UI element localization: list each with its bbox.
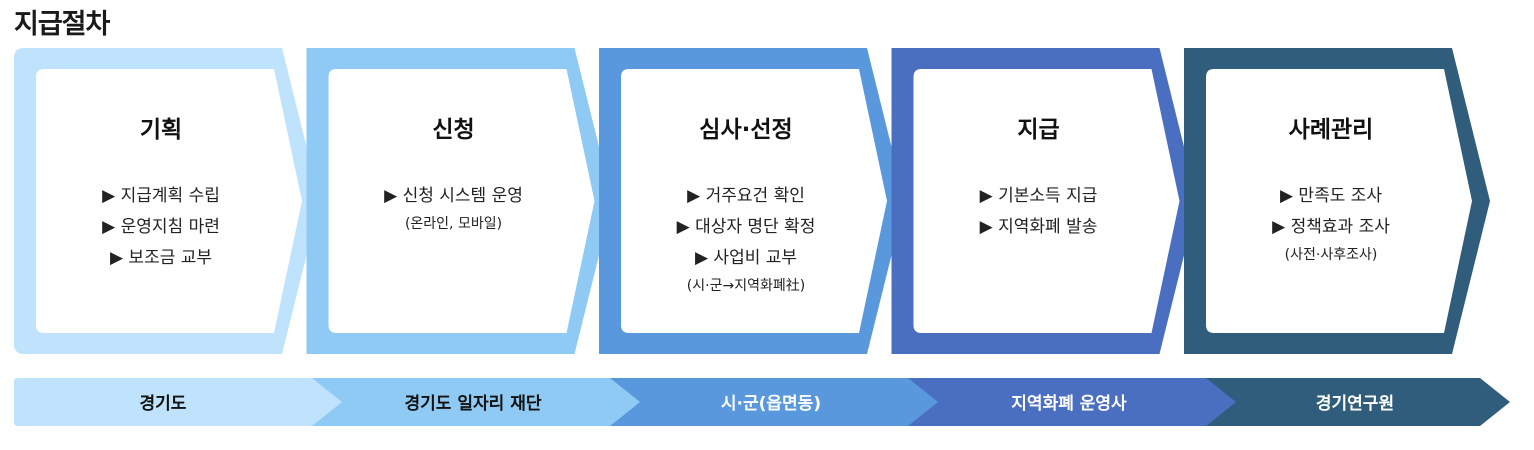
process-step: 기획 ▶ 지급계획 수립 ▶ 운영지침 마련 ▶ 보조금 교부 — [14, 48, 320, 354]
step-note: (시·군→지역화폐社) — [687, 278, 805, 294]
step-card — [36, 69, 302, 333]
step-item: ▶ 지역화폐 발송 — [980, 217, 1098, 237]
process-step: 신청 ▶ 신청 시스템 운영 (온라인, 모바일) — [306, 48, 613, 354]
organization-segment: 시·군(읍면동) — [610, 378, 938, 426]
step-item: ▶ 기본소득 지급 — [980, 186, 1098, 206]
step-title: 심사·선정 — [699, 117, 792, 143]
organization-arrow — [908, 378, 1236, 426]
step-item: ▶ 운영지침 마련 — [102, 217, 220, 237]
step-title: 지급 — [1017, 117, 1059, 143]
step-item: ▶ 사업비 교부 — [695, 248, 797, 268]
organization-label: 경기도 — [140, 394, 187, 414]
step-card — [328, 69, 595, 333]
step-title: 사례관리 — [1289, 117, 1374, 143]
step-item: ▶ 정책효과 조사 — [1272, 217, 1390, 237]
page-title: 지급절차 — [14, 9, 110, 40]
organization-arrow — [312, 378, 640, 426]
step-item: ▶ 대상자 명단 확정 — [677, 217, 816, 237]
step-item: ▶ 지급계획 수립 — [102, 186, 220, 206]
process-step: 지급 ▶ 기본소득 지급 ▶ 지역화폐 발송 — [891, 48, 1198, 354]
organization-segment: 경기도 일자리 재단 — [312, 378, 640, 426]
process-step: 사례관리 ▶ 만족도 조사 ▶ 정책효과 조사 (사전·사후조사) — [1184, 48, 1490, 354]
step-card — [1206, 69, 1472, 333]
organization-segment: 경기연구원 — [1206, 378, 1510, 426]
organization-arrow — [1206, 378, 1510, 426]
organization-label: 경기연구원 — [1316, 394, 1394, 414]
organization-label: 지역화폐 운영사 — [1011, 394, 1127, 414]
step-title: 신청 — [432, 117, 474, 143]
step-item: ▶ 만족도 조사 — [1280, 186, 1382, 206]
step-item: ▶ 보조금 교부 — [110, 248, 212, 268]
organization-label: 시·군(읍면동) — [721, 394, 821, 414]
organization-label: 경기도 일자리 재단 — [405, 394, 542, 414]
step-item: ▶ 신청 시스템 운영 — [384, 186, 523, 206]
process-step: 심사·선정 ▶ 거주요건 확인 ▶ 대상자 명단 확정 ▶ 사업비 교부 (시·군→지역… — [599, 48, 905, 354]
organization-arrow — [14, 378, 342, 426]
organization-segment: 지역화폐 운영사 — [908, 378, 1236, 426]
step-title: 기획 — [140, 117, 182, 143]
step-card — [621, 69, 887, 333]
organization-segment: 경기도 — [14, 378, 342, 426]
step-note: (온라인, 모바일) — [405, 216, 502, 232]
step-note: (사전·사후조사) — [1285, 247, 1378, 263]
step-card — [913, 69, 1180, 333]
step-item: ▶ 거주요건 확인 — [687, 186, 805, 206]
organization-arrow — [610, 378, 938, 426]
